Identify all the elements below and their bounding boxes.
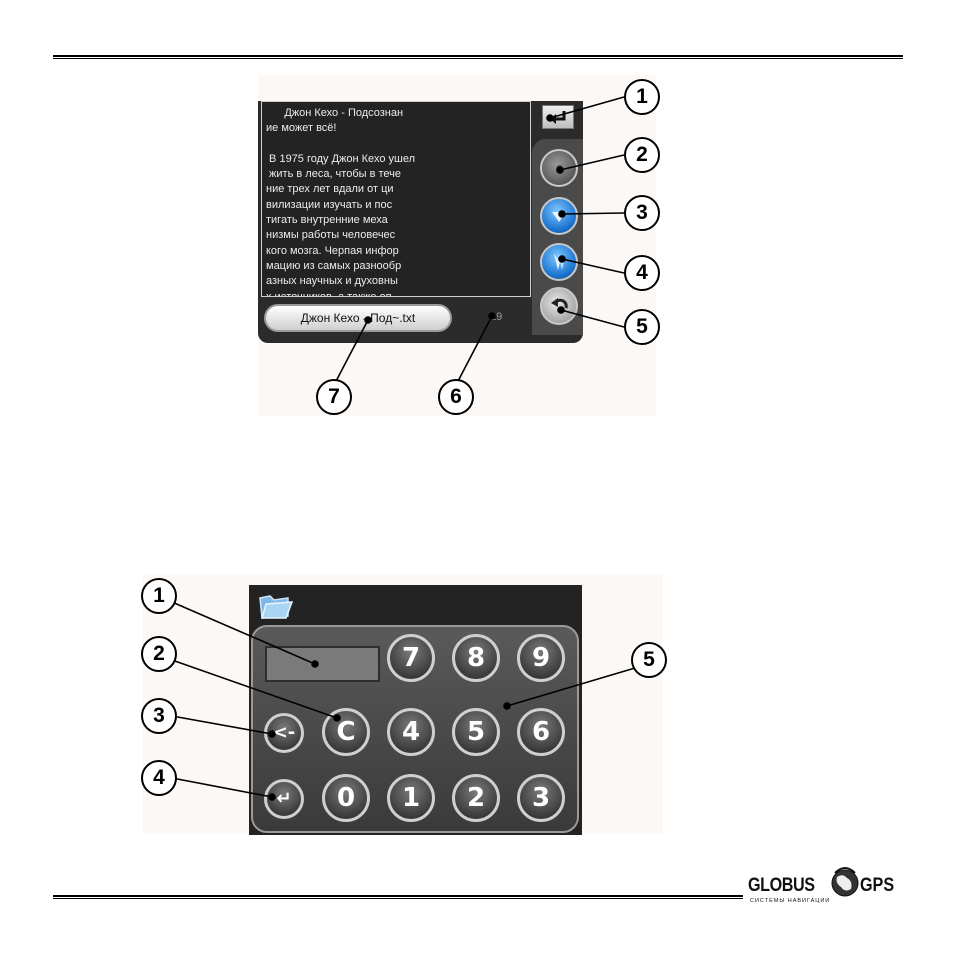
reader-text-line: ние трех лет вдали от ци <box>266 183 394 196</box>
callout-backspace: 3 <box>141 698 177 734</box>
key-9[interactable]: 9 <box>517 634 565 682</box>
reader-text-area[interactable]: Джон Кехо - Подсознан ие может всё! В 197… <box>261 101 531 297</box>
bottom-rule <box>53 895 743 899</box>
key-2[interactable]: 2 <box>452 774 500 822</box>
number-display <box>265 646 380 682</box>
reader-text-line: Джон Кехо - Подсознан <box>266 107 404 119</box>
reader-text-line: х источников, а также оп <box>266 290 392 297</box>
folder-icon <box>259 595 294 619</box>
callout-enter: 4 <box>141 760 177 796</box>
callout-keys: 5 <box>631 642 667 678</box>
callout-file-name: 7 <box>316 379 352 415</box>
reader-text-line: В 1975 году Джон Кехо ушел <box>266 152 415 165</box>
reader-text-line: ие может всё! <box>266 122 337 135</box>
callout-back: 5 <box>624 309 660 345</box>
top-rule <box>53 55 903 59</box>
key-5[interactable]: 5 <box>452 708 500 756</box>
back-button[interactable] <box>540 287 578 325</box>
callout-page-number: 6 <box>438 379 474 415</box>
back-icon <box>551 298 568 309</box>
key-3[interactable]: 3 <box>517 774 565 822</box>
clear-key[interactable]: C <box>322 708 370 756</box>
key-8[interactable]: 8 <box>452 634 500 682</box>
callout-scroll-down: 3 <box>624 195 660 231</box>
callout-clear: 2 <box>141 636 177 672</box>
callout-fast-scroll: 4 <box>624 255 660 291</box>
reader-text-line: мацию из самых разнообр <box>266 259 402 272</box>
globus-gps-logo: GLOBUS GPS СИСТЕМЫ НАВИГАЦИИ <box>748 864 908 914</box>
callout-record: 2 <box>624 137 660 173</box>
logo-brand-right: GPS <box>860 875 895 896</box>
reader-text-line: жить в леса, чтобы в тече <box>266 168 401 181</box>
logo-tagline: СИСТЕМЫ НАВИГАЦИИ <box>750 898 831 904</box>
reader-text-line: вилизации изучать и пос <box>266 198 393 211</box>
key-6[interactable]: 6 <box>517 708 565 756</box>
text-reader-screen: Джон Кехо - Подсознан ие может всё! В 197… <box>258 101 583 343</box>
callout-display: 1 <box>141 578 177 614</box>
reader-text-line: азных научных и духовны <box>266 275 398 288</box>
reader-text-line: кого мозга. Черпая инфор <box>266 244 399 257</box>
reader-text-line: низмы работы человечес <box>266 229 396 242</box>
globe-icon <box>831 867 859 897</box>
key-7[interactable]: 7 <box>387 634 435 682</box>
callout-exit: 1 <box>624 79 660 115</box>
file-name-button[interactable]: Джон Кехо - Под~.txt <box>264 304 452 332</box>
logo-brand-left: GLOBUS <box>748 875 815 896</box>
key-4[interactable]: 4 <box>387 708 435 756</box>
key-0[interactable]: 0 <box>322 774 370 822</box>
reader-text-line: тигать внутренние меха <box>266 214 388 227</box>
enter-key[interactable]: ↵ <box>264 779 304 819</box>
key-1[interactable]: 1 <box>387 774 435 822</box>
